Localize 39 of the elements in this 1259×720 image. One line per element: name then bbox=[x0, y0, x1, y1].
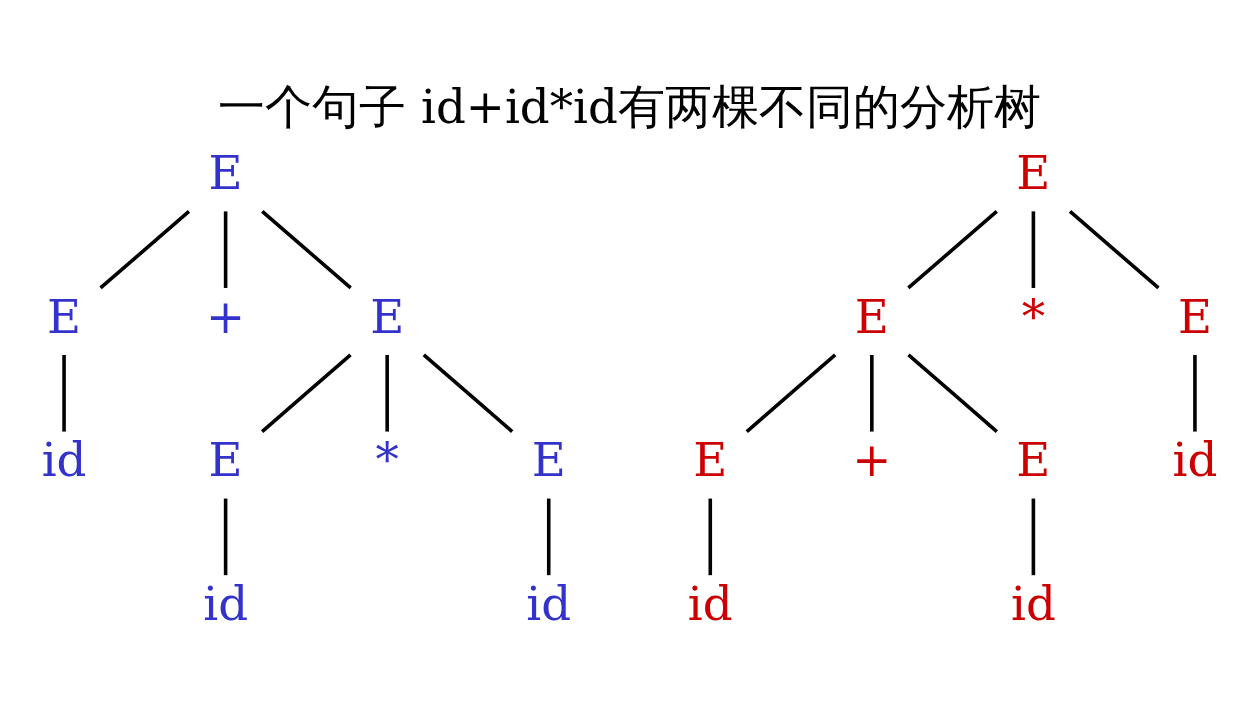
node-text: id bbox=[41, 433, 87, 488]
node-text: E bbox=[370, 289, 405, 344]
connector bbox=[223, 211, 228, 288]
connector bbox=[870, 354, 874, 432]
connector bbox=[422, 353, 514, 433]
connector bbox=[907, 210, 998, 290]
node-text: id bbox=[687, 576, 733, 631]
connector bbox=[223, 498, 228, 576]
node-text: E bbox=[693, 433, 728, 488]
connector bbox=[546, 498, 551, 576]
node-text: + bbox=[206, 289, 246, 344]
connector bbox=[708, 498, 713, 576]
node-text: id bbox=[1010, 576, 1056, 631]
connector bbox=[99, 210, 191, 290]
node-text: E bbox=[1016, 146, 1051, 201]
node-text: id bbox=[526, 576, 572, 631]
node-text: E bbox=[208, 433, 243, 488]
connector bbox=[1193, 354, 1197, 432]
connector bbox=[745, 353, 837, 433]
connector bbox=[1068, 210, 1160, 290]
connector bbox=[907, 353, 999, 433]
node-text: E bbox=[208, 146, 243, 201]
node-text: id bbox=[203, 576, 249, 631]
node-text: E bbox=[47, 289, 82, 344]
node-text: E bbox=[531, 433, 566, 488]
node-text: * bbox=[1021, 289, 1046, 344]
connector bbox=[1031, 211, 1036, 288]
node-text: E bbox=[1177, 289, 1212, 344]
connector bbox=[261, 210, 352, 290]
node-text: + bbox=[852, 433, 892, 488]
diagram-title: 一个句子 id+id*id有两棵不同的分析树 bbox=[218, 79, 1041, 134]
node-text: * bbox=[375, 433, 399, 488]
connector bbox=[260, 353, 352, 433]
connector bbox=[1031, 498, 1036, 576]
node-text: E bbox=[854, 289, 889, 344]
node-text: id bbox=[1172, 433, 1218, 488]
connector bbox=[62, 354, 66, 432]
connector bbox=[385, 354, 389, 432]
node-text: E bbox=[1016, 433, 1051, 488]
